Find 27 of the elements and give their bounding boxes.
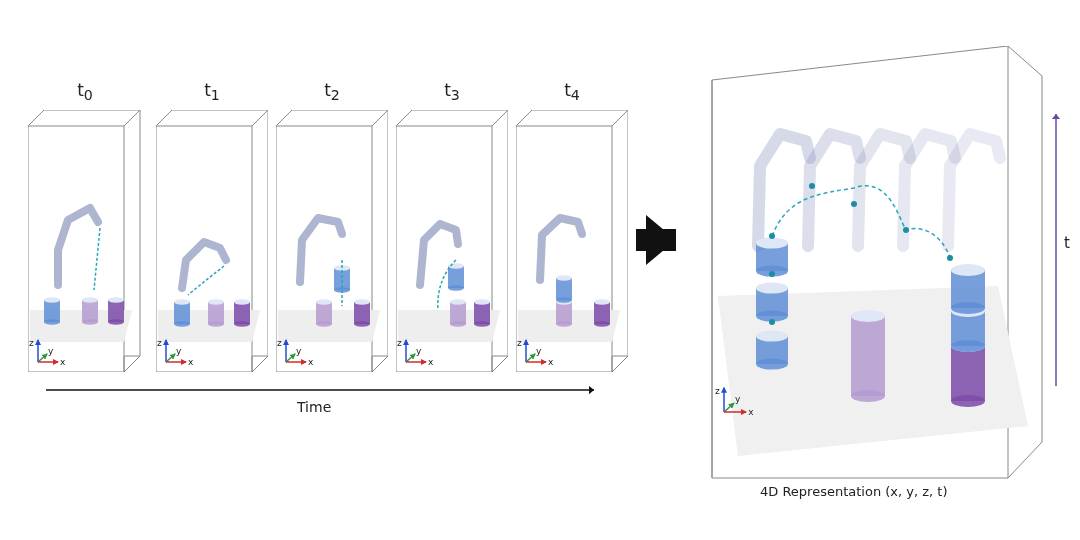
axis-label: x [188,357,194,367]
time-step-label: t$_{1}$ [203,80,221,104]
axis-label: z [29,338,34,348]
axis-title: Time [297,399,332,415]
axis-label: x [60,357,66,367]
axis-label: y [176,346,182,356]
axis-label: z [397,338,402,348]
box-title: 4D Representation (x, y, z, t) [760,484,948,499]
axis-label: y [735,394,741,405]
axis-label: x [308,357,314,367]
axis-label: x [428,357,434,367]
axis-label: z [715,385,720,396]
arrow [636,215,676,265]
axis-label: y [416,346,422,356]
time-step-label: t$_{2}$ [323,80,341,104]
time-step-label: t$_{4}$ [563,80,581,104]
axis-label: x [548,357,554,367]
axis-label: z [277,338,282,348]
axis-label: y [48,346,54,356]
time-step-label: t$_{0}$ [76,80,94,104]
time-step-label: t$_{3}$ [443,80,461,104]
axis-label: y [296,346,302,356]
axis-label: y [536,346,542,356]
axis-label: z [157,338,162,348]
axis-label: x [748,407,754,417]
axis-label: z [517,338,522,348]
axis-title: t [1064,234,1070,252]
